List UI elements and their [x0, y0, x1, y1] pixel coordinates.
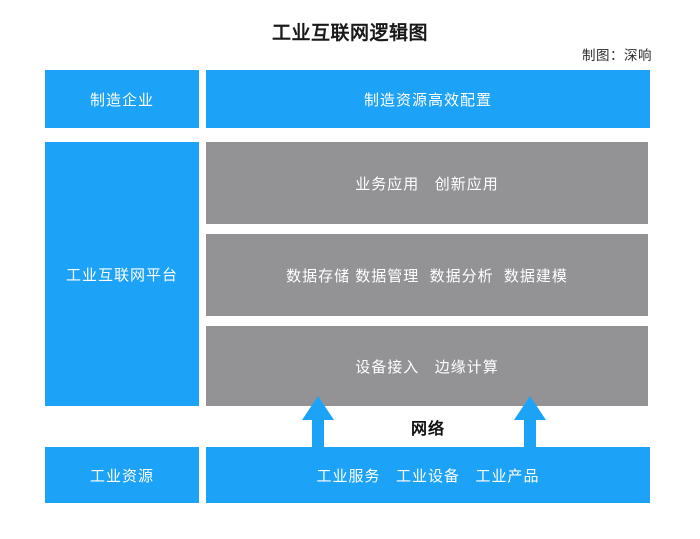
network-label: 网络: [410, 420, 445, 438]
resource-content-block: 工业服务 工业设备 工业产品: [206, 447, 650, 503]
layer-label-enterprise: 制造企业: [45, 70, 199, 128]
edge-band: 设备接入 边缘计算: [206, 326, 648, 406]
page-title: 工业互联网逻辑图: [271, 23, 428, 44]
application-band: 业务应用 创新应用: [206, 142, 648, 224]
arrow-up-right-icon: [514, 396, 546, 450]
network-strip: [206, 406, 650, 447]
credit-label: 制图：深响: [582, 48, 652, 63]
layer-label-resource: 工业资源: [45, 447, 199, 503]
layer-label-platform: 工业互联网平台: [45, 142, 199, 406]
arrow-up-left-icon: [302, 396, 334, 450]
enterprise-content-block: 制造资源高效配置: [206, 70, 650, 128]
data-band: 数据存储 数据管理 数据分析 数据建模: [206, 234, 648, 316]
